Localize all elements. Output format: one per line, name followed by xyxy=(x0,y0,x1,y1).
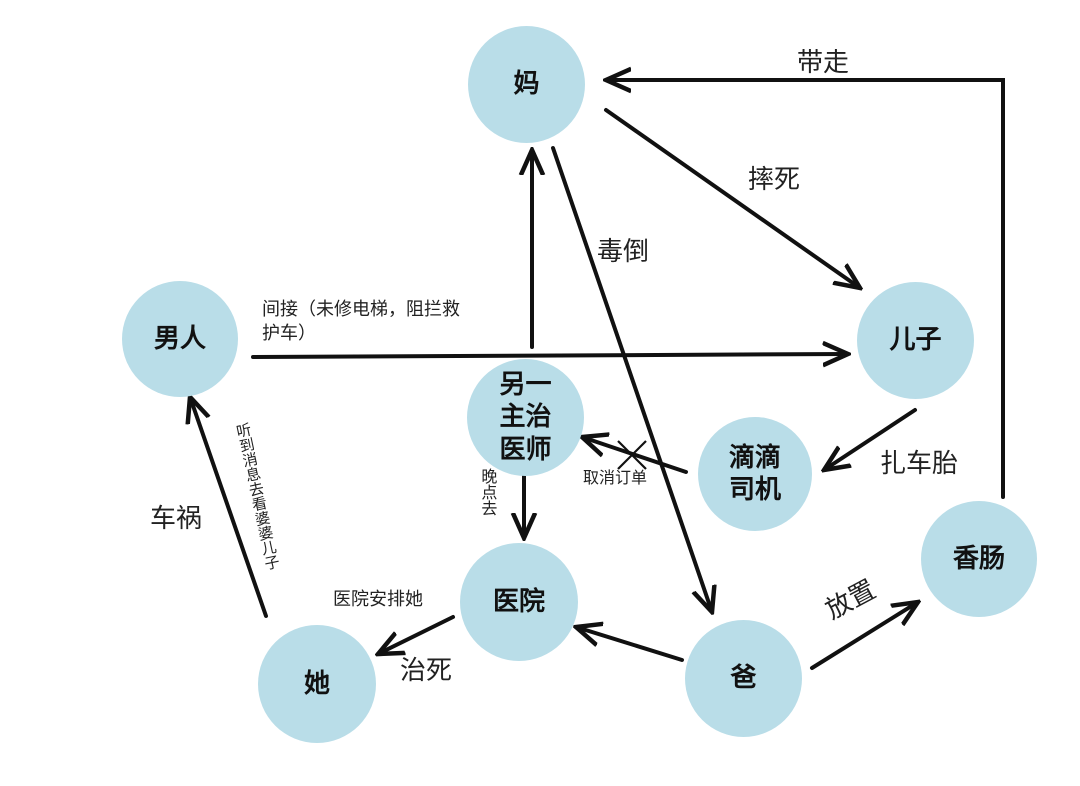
node-ma: 妈 xyxy=(468,26,585,143)
node-zhuzhi: 另一 主治 医师 xyxy=(467,359,584,476)
edge-dudao xyxy=(551,146,712,612)
edge-zhachetai xyxy=(824,408,917,470)
label-chehuo: 车祸 xyxy=(150,504,203,534)
edge-jianjie xyxy=(251,354,848,357)
label-zhachetai: 扎车胎 xyxy=(880,449,959,479)
node-didi: 滴滴 司机 xyxy=(698,417,812,531)
node-erzi: 儿子 xyxy=(857,282,974,399)
edge-ba-to-yiyuan xyxy=(576,627,684,662)
node-ba: 爸 xyxy=(685,620,802,737)
label-yiyuananpai: 医院安排她 xyxy=(333,589,423,610)
edge-chehuo xyxy=(190,397,268,618)
edge-daizou xyxy=(606,80,1005,499)
cross-mark xyxy=(617,440,647,470)
label-dudao: 毒倒 xyxy=(597,237,650,267)
label-quxiaodingdan: 取消订单 xyxy=(583,468,648,487)
node-ta: 她 xyxy=(258,625,376,743)
label-shuaisi: 摔死 xyxy=(748,165,801,195)
label-wandianqu: 晚点去 xyxy=(478,468,498,516)
label-jianjie: 间接（未修电梯，阻拦救 护车） xyxy=(262,299,460,345)
edge-fangzhi xyxy=(810,602,918,670)
label-daizou: 带走 xyxy=(797,48,850,78)
node-xiangchang: 香肠 xyxy=(921,501,1037,617)
edge-shuaisi xyxy=(604,108,860,288)
label-zhisi: 治死 xyxy=(400,656,453,686)
node-nanren: 男人 xyxy=(122,281,238,397)
edge-zhisi xyxy=(378,615,455,654)
node-yiyuan: 医院 xyxy=(460,543,578,661)
